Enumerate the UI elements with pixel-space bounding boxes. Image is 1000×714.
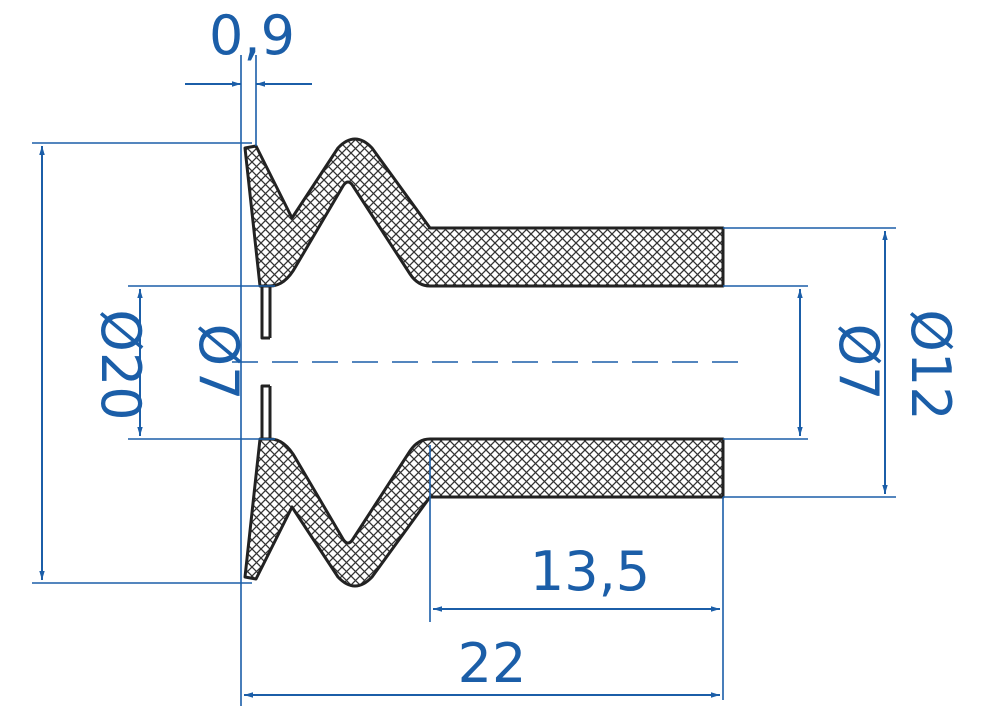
dim-label-inner-diameter-left: Ø7 xyxy=(187,324,250,401)
dim-overall-length: 22 xyxy=(240,600,720,706)
dim-label-overall-length: 22 xyxy=(458,632,527,695)
bellows-section xyxy=(243,137,725,588)
dim-wall-thickness: 0,9 xyxy=(185,4,312,600)
dim-tube-length: 13,5 xyxy=(429,445,724,700)
dim-inner-diameter-right: Ø7 xyxy=(723,285,890,440)
lower-section xyxy=(243,437,725,588)
dim-label-tube-length: 13,5 xyxy=(530,540,650,603)
dim-label-outer-diameter: Ø20 xyxy=(89,309,152,420)
dim-label-inner-diameter-right: Ø7 xyxy=(827,324,890,401)
dim-inner-diameter-left: Ø7 xyxy=(128,285,275,440)
dim-label-tube-diameter: Ø12 xyxy=(899,309,962,420)
dim-tube-diameter: Ø12 xyxy=(723,227,962,498)
dim-label-wall-thickness: 0,9 xyxy=(209,4,295,67)
upper-section xyxy=(243,137,725,288)
